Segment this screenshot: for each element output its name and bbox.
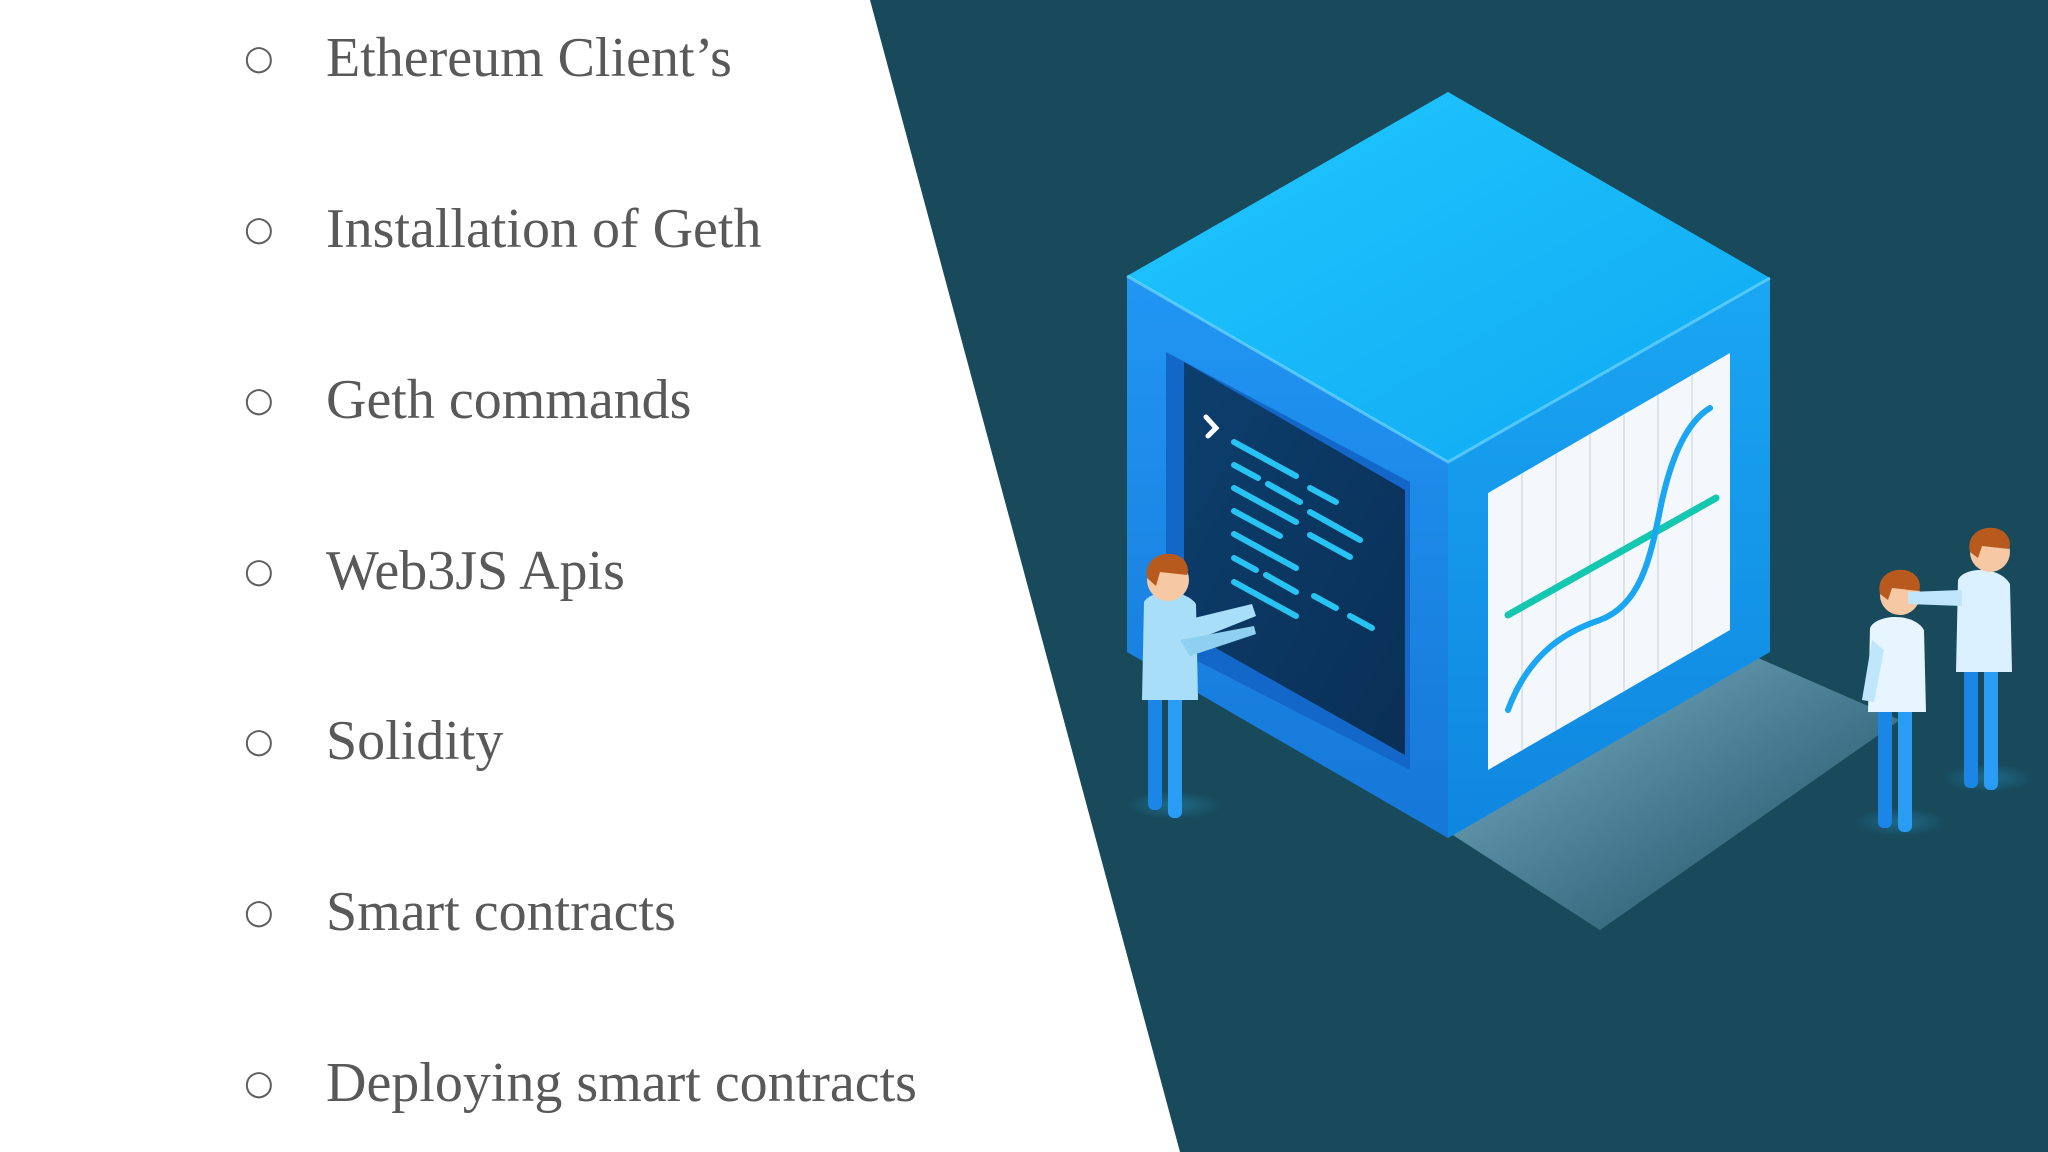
topic-geth-commands: Geth commands [326,369,692,431]
blockchain-cube-illustration [1126,92,2034,930]
chart-screen [1488,353,1730,770]
hollow-circle-bullet-icon: ○ [244,209,274,249]
topic-deploying-smart-contracts: Deploying smart contracts [326,1052,917,1114]
hollow-circle-bullet-icon: ○ [244,380,274,420]
topic-list: ○ Ethereum Client’s ○ Installation of Ge… [244,18,917,1123]
topic-web3js-apis: Web3JS Apis [326,540,625,602]
floor-light-beam [1445,650,1900,930]
hollow-circle-bullet-icon: ○ [244,551,274,591]
terminal-prompt-icon [1203,414,1220,439]
topic-item: ○ Deploying smart contracts [244,1043,917,1123]
terminal-screen [1166,352,1410,770]
person-right-back-icon [1908,527,2034,792]
topic-item: ○ Web3JS Apis [244,531,625,611]
person-left-icon [1126,553,1256,819]
hollow-circle-bullet-icon: ○ [244,892,274,932]
person-right-front-icon [1854,569,1946,836]
hollow-circle-bullet-icon: ○ [244,721,274,761]
code-lines [1231,439,1375,631]
topic-item: ○ Smart contracts [244,872,676,952]
topic-item: ○ Installation of Geth [244,189,761,269]
topic-smart-contracts: Smart contracts [326,881,676,943]
topic-solidity: Solidity [326,710,504,772]
topic-item: ○ Geth commands [244,360,691,440]
topic-installation-of-geth: Installation of Geth [326,198,762,260]
hollow-circle-bullet-icon: ○ [244,38,274,78]
topic-ethereum-clients: Ethereum Client’s [326,27,732,89]
topic-item: ○ Solidity [244,701,503,781]
chart-straight-line [1504,494,1720,619]
topic-item: ○ Ethereum Client’s [244,18,732,98]
hollow-circle-bullet-icon: ○ [244,1063,274,1103]
chart-curve-line [1505,405,1713,713]
